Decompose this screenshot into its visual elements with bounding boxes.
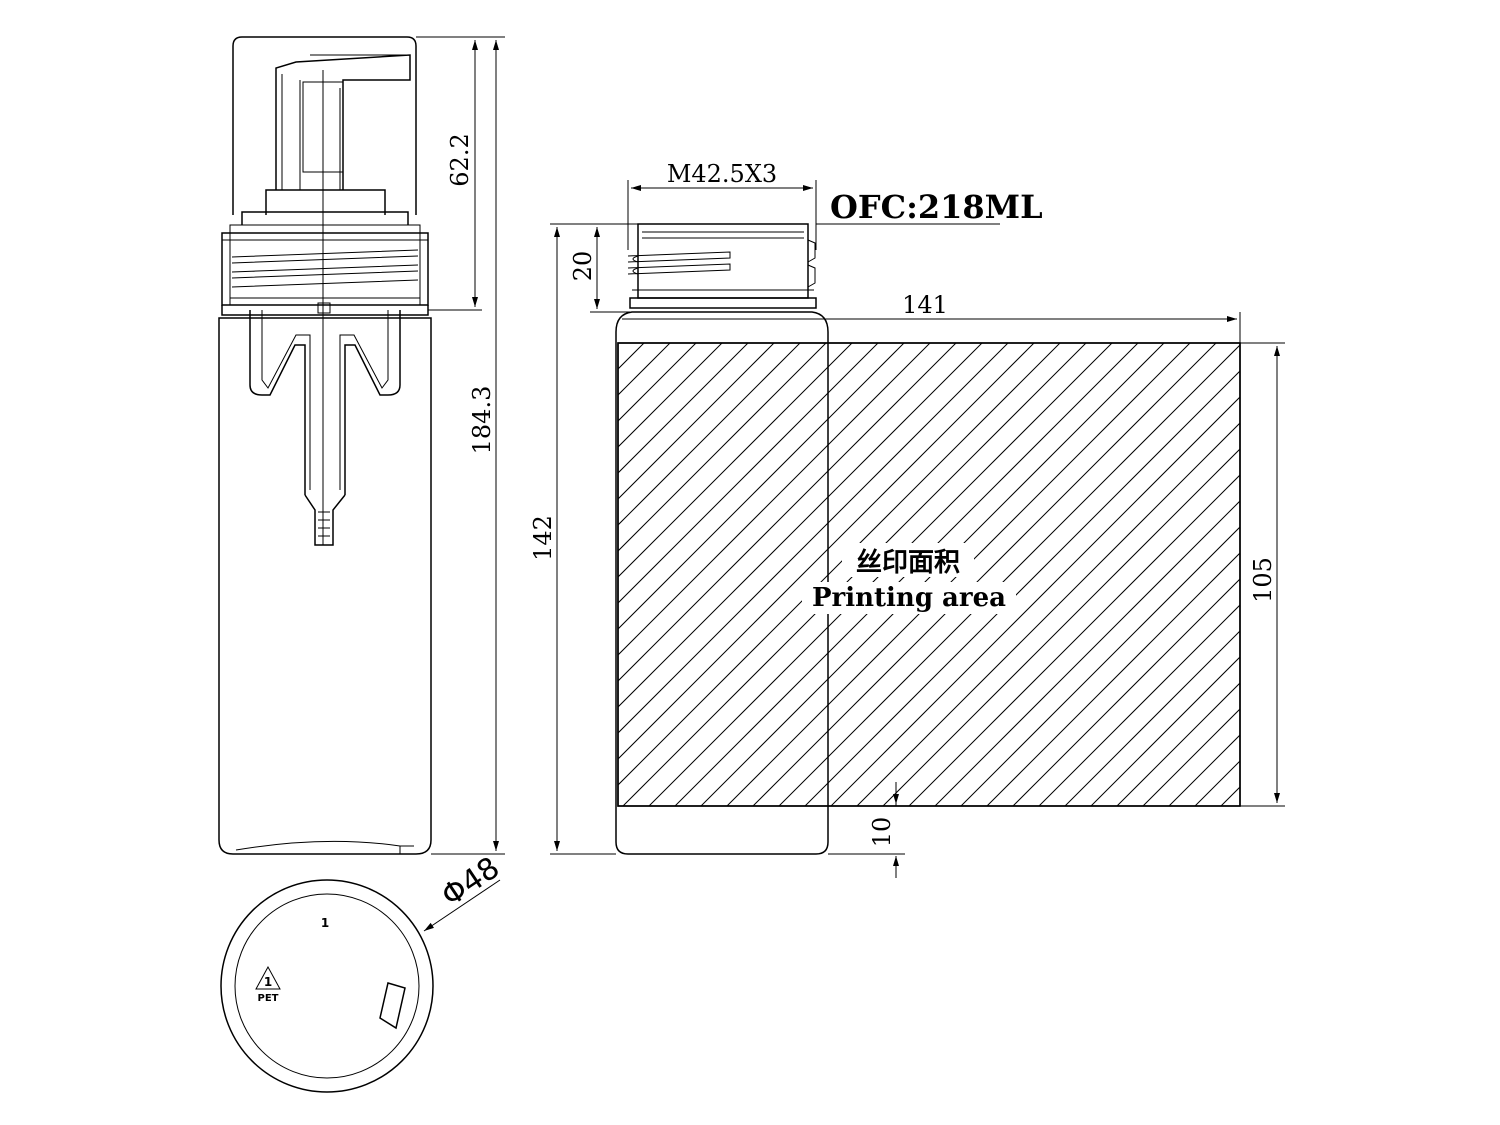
hatch-line xyxy=(618,343,671,396)
hatch-line xyxy=(778,344,1240,806)
hatch-line xyxy=(618,343,983,708)
total-height-label: 184.3 xyxy=(468,386,496,455)
neck-height-label: 20 xyxy=(569,251,597,282)
dimension-bottom-margin: 10 xyxy=(828,782,905,878)
hatch-line xyxy=(618,343,801,526)
hatch-line xyxy=(1429,343,1500,806)
print-width-label: 141 xyxy=(902,291,948,319)
hatch-line xyxy=(1090,656,1240,806)
diameter-label: Φ48 xyxy=(435,850,506,914)
hatch-line xyxy=(986,552,1240,806)
dimension-neck-thread: M42.5X3 xyxy=(627,160,817,250)
bottom-margin-label: 10 xyxy=(868,817,896,848)
hatch-line xyxy=(934,500,1240,806)
hatch-line xyxy=(1142,708,1240,806)
hatch-line xyxy=(1299,343,1500,806)
pump-height-label: 62.2 xyxy=(446,133,474,186)
print-area-label-en: Printing area xyxy=(812,583,1006,613)
bottle-bottom-view: 1 1 PET Φ48 xyxy=(220,850,506,1093)
neck-thread-label: M42.5X3 xyxy=(667,160,777,188)
hatch-line xyxy=(618,343,1009,734)
hatch-line xyxy=(618,343,1035,760)
recycle-code: 1 xyxy=(264,975,272,989)
capacity-callout: OFC:218ML xyxy=(816,188,1043,226)
hatch-line xyxy=(618,343,749,474)
dimension-total-height: 184.3 xyxy=(431,36,505,855)
hatch-line xyxy=(618,343,723,448)
mold-number: 1 xyxy=(321,916,329,930)
hatch-line xyxy=(752,343,1217,806)
hatch-line xyxy=(1064,630,1240,806)
hatch-line xyxy=(1351,343,1500,806)
hatch-line xyxy=(1455,343,1500,806)
dimension-neck-height: 20 xyxy=(569,223,638,313)
material-code: PET xyxy=(258,993,279,1004)
hatch-line xyxy=(908,474,1240,806)
pump-bottle-side-view xyxy=(218,36,432,855)
print-area-hatching xyxy=(618,343,1500,806)
hatch-line xyxy=(618,343,931,656)
hatch-line xyxy=(1403,343,1500,806)
hatch-line xyxy=(618,343,879,604)
bottle-print-view xyxy=(615,223,1500,855)
print-area-label-cn: 丝印面积 xyxy=(856,548,960,578)
hatch-line xyxy=(804,370,1240,806)
capacity-label: OFC:218ML xyxy=(830,188,1043,226)
hatch-line xyxy=(1247,343,1500,806)
dimension-print-height: 105 xyxy=(1240,342,1285,807)
hatch-line xyxy=(1116,682,1240,806)
dimension-bottle-height: 142 xyxy=(529,223,616,855)
hatch-line xyxy=(618,343,775,500)
recycle-icon: 1 PET xyxy=(255,965,281,1004)
hatch-line xyxy=(618,343,645,370)
dimension-pump-height: 62.2 xyxy=(416,36,482,311)
hatch-line xyxy=(960,526,1240,806)
hatch-line xyxy=(1273,343,1500,806)
hatch-line xyxy=(618,343,1061,786)
hatch-line xyxy=(618,343,905,630)
dimension-print-width: 141 xyxy=(622,291,1241,343)
hatch-line xyxy=(1012,578,1240,806)
hatch-line xyxy=(618,343,957,682)
hatch-line xyxy=(1038,604,1240,806)
hatch-line xyxy=(618,343,827,552)
print-height-label: 105 xyxy=(1249,557,1277,603)
hatch-line xyxy=(1377,343,1500,806)
hatch-line xyxy=(618,343,697,422)
hatch-line xyxy=(1481,343,1500,806)
hatch-line xyxy=(618,343,853,578)
hatch-line xyxy=(882,448,1240,806)
hatch-line xyxy=(856,422,1240,806)
hatch-line xyxy=(618,343,619,344)
hatch-line xyxy=(1325,343,1500,806)
bottle-height-label: 142 xyxy=(529,515,557,561)
hatch-line xyxy=(830,396,1240,806)
